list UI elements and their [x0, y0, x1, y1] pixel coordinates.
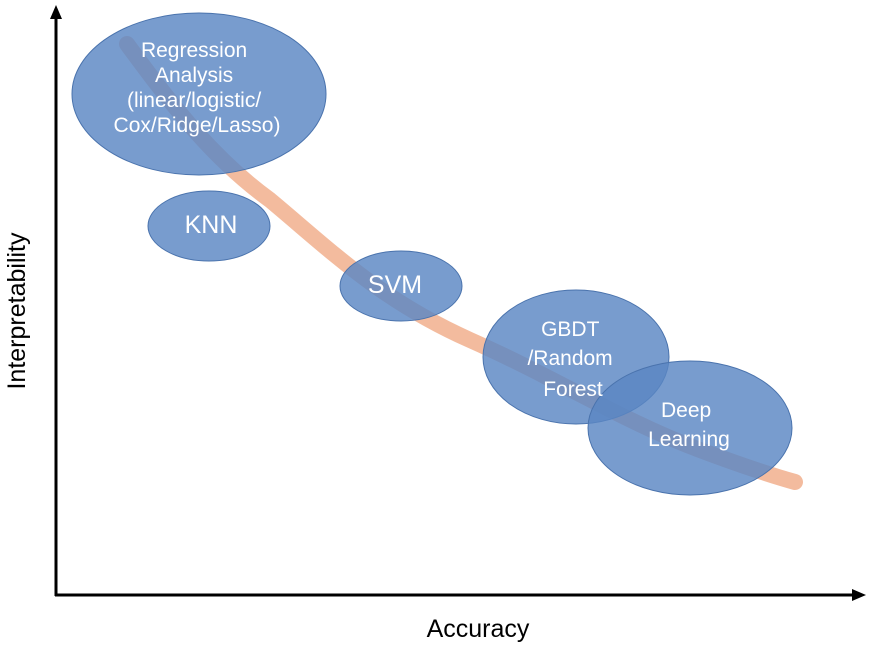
- x-axis-label: Accuracy: [427, 615, 530, 643]
- regression-label-line: Cox/Ridge/Lasso): [114, 114, 281, 137]
- regression-label: Regression Analysis (linear/logistic/ Co…: [114, 39, 281, 137]
- deep-learning-label-line: Deep: [661, 399, 711, 422]
- regression-bubble: [71, 12, 327, 176]
- gbdt-label-line: GBDT: [541, 318, 600, 341]
- deep-learning-bubble: [587, 360, 793, 496]
- gbdt-label-line: /Random: [527, 347, 612, 370]
- regression-label-line: (linear/logistic/: [127, 89, 261, 112]
- gbdt-label-line: Forest: [543, 378, 603, 401]
- svm-label-line: SVM: [368, 271, 422, 299]
- svm-label: SVM: [368, 271, 422, 299]
- y-axis-label: Interpretability: [3, 232, 31, 390]
- gbdt-label: GBDT /Random Forest: [527, 318, 618, 401]
- regression-label-line: Analysis: [155, 64, 233, 87]
- knn-label: KNN: [185, 211, 238, 239]
- knn-bubble: [147, 190, 271, 262]
- y-axis-arrow-icon: [50, 5, 62, 19]
- deep-learning-label-line: Learning: [648, 428, 730, 451]
- x-axis-arrow-icon: [852, 589, 866, 601]
- deep-learning-label: Deep Learning: [648, 399, 730, 451]
- svm-bubble: [339, 250, 463, 322]
- regression-label-line: Regression: [141, 39, 247, 62]
- knn-label-line: KNN: [185, 211, 238, 239]
